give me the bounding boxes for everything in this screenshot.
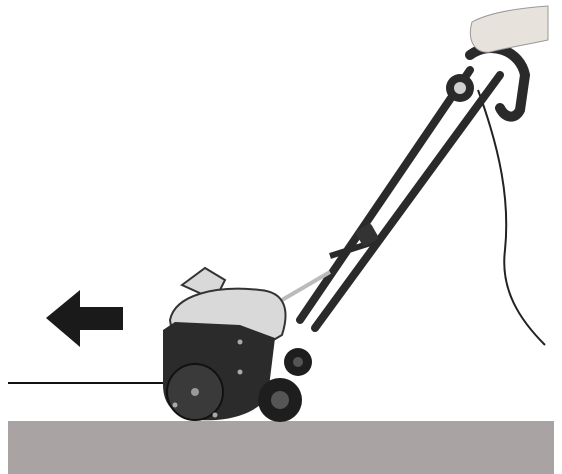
operator-hand [470,6,548,52]
ground-surface [8,421,554,474]
auger-hub [191,388,199,396]
arrow-left-icon [46,290,123,347]
screw [173,403,178,408]
power-cord [478,90,545,345]
handle-assembly [282,48,525,328]
wheel-hub [271,391,289,409]
screw [213,413,218,418]
switch-button [454,82,466,94]
snow-thrower-body [163,268,312,422]
handle-bar-left [300,70,470,320]
screw [238,370,243,375]
screw [238,340,243,345]
handle-bar-right [315,75,500,328]
upper-wheel-hub [293,357,303,367]
